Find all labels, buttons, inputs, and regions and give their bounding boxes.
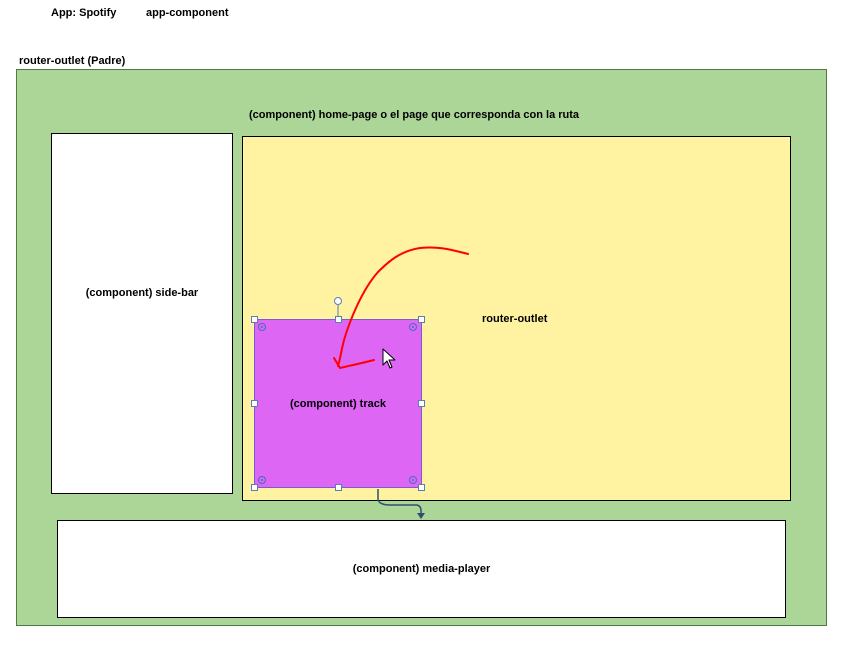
resize-handle-top-right-icon[interactable] <box>418 316 425 323</box>
resize-handle-bottom-left-icon[interactable] <box>251 484 258 491</box>
track-component[interactable]: (component) track <box>254 319 422 488</box>
app-name-label: App: Spotify <box>51 7 117 19</box>
resize-handle-bottom-icon[interactable] <box>335 484 342 491</box>
home-page-label: (component) home-page o el page que corr… <box>249 109 580 121</box>
rotate-handle-icon[interactable] <box>334 297 342 305</box>
track-label: (component) track <box>290 397 386 410</box>
media-player-component[interactable]: (component) media-player <box>57 520 786 618</box>
app-component-label: app-component <box>146 7 229 19</box>
connection-point-top-right-icon[interactable] <box>409 323 417 331</box>
connection-point-bottom-left-icon[interactable] <box>258 476 266 484</box>
router-outlet-inner-label: router-outlet <box>482 313 548 325</box>
resize-handle-top-left-icon[interactable] <box>251 316 258 323</box>
media-player-label: (component) media-player <box>352 563 491 575</box>
connection-point-top-left-icon[interactable] <box>258 323 266 331</box>
side-bar-label: (component) side-bar <box>85 286 199 299</box>
resize-handle-bottom-right-icon[interactable] <box>418 484 425 491</box>
resize-handle-right-icon[interactable] <box>418 400 425 407</box>
side-bar-component[interactable]: (component) side-bar <box>51 133 233 494</box>
resize-handle-top-icon[interactable] <box>335 316 342 323</box>
resize-handle-left-icon[interactable] <box>251 400 258 407</box>
router-outlet-parent-title: router-outlet (Padre) <box>19 55 126 67</box>
connection-point-bottom-right-icon[interactable] <box>409 476 417 484</box>
